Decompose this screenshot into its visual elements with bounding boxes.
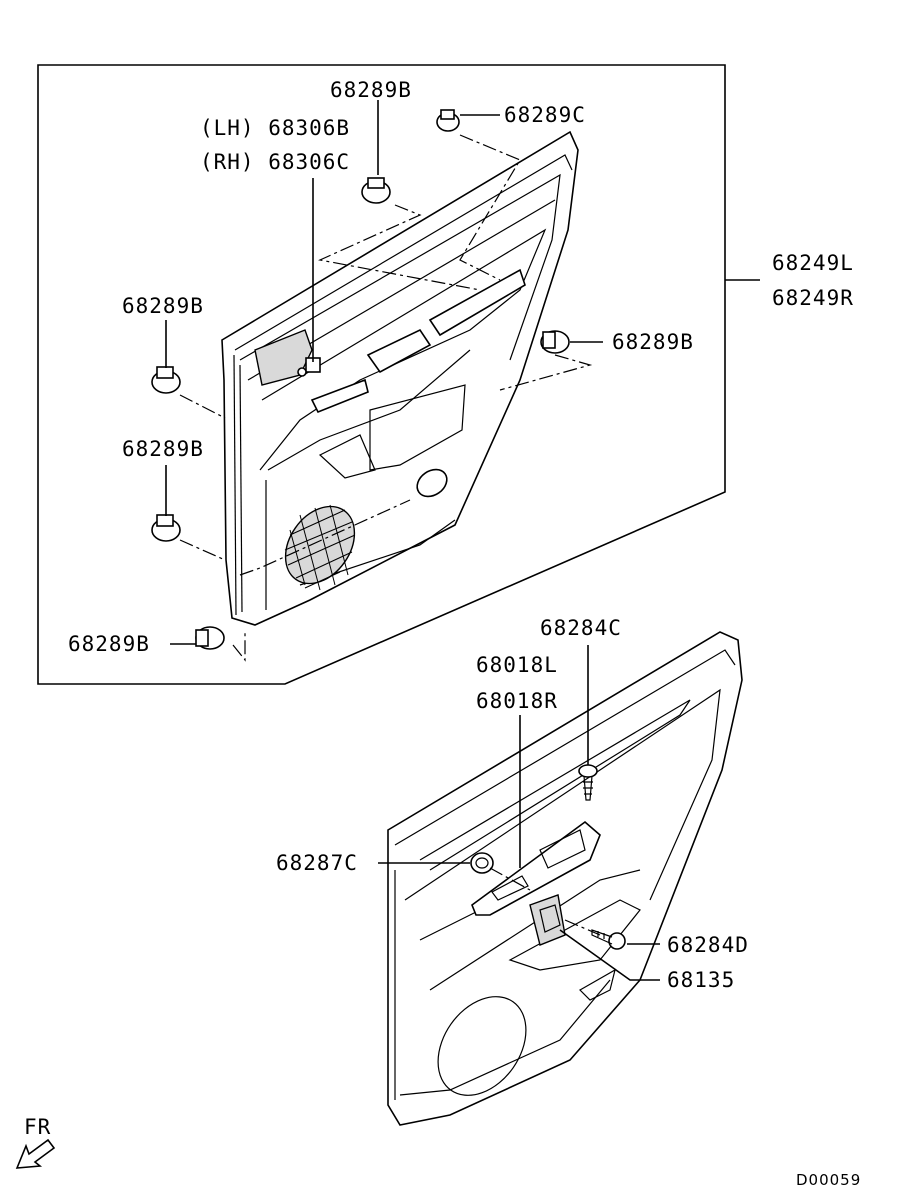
clip-icon [151, 366, 181, 394]
front-direction-arrow-icon [15, 1138, 56, 1169]
label-68306c-rh: (RH) 68306C [200, 150, 350, 174]
label-clip-68289c: 68289C [504, 103, 586, 127]
clip-icon [436, 109, 460, 132]
label-68306b-lh: (LH) 68306B [200, 116, 350, 140]
label-clip-68289b-left1: 68289B [122, 294, 204, 318]
label-68018r: 68018R [476, 689, 558, 713]
speaker-grille [284, 504, 356, 591]
label-clip-68289b-bottom: 68289B [68, 632, 150, 656]
switch-panel [471, 820, 601, 916]
label-clip-68289b-left2: 68289B [122, 437, 204, 461]
label-68249l: 68249L [772, 251, 854, 275]
clip-icon [540, 330, 570, 354]
label-bracket-68135: 68135 [667, 968, 735, 992]
clip-icon [151, 514, 181, 542]
label-screw-68284c: 68284C [540, 616, 622, 640]
door-trim-panel-upper [221, 130, 579, 626]
leader-lines-upper [165, 100, 760, 645]
label-clip-68287c: 68287C [276, 851, 358, 875]
construction-lines-upper [179, 134, 593, 662]
screw-icon [591, 929, 626, 950]
label-clip-68289b-top: 68289B [330, 78, 412, 102]
clip-icon [195, 626, 225, 650]
door-trim-panel-lower [387, 631, 743, 1126]
label-clip-68289b-right: 68289B [612, 330, 694, 354]
clip-icon [361, 177, 391, 204]
clip-icon [470, 852, 494, 874]
label-screw-68284d: 68284D [667, 933, 749, 957]
leader-lines-lower [378, 645, 660, 981]
label-68018l: 68018L [476, 653, 558, 677]
screw-icon [578, 764, 598, 801]
diagram-code: D00059 [796, 1171, 861, 1187]
bracket-icon [529, 894, 566, 946]
label-68249r: 68249R [772, 286, 854, 310]
label-fr: FR [24, 1115, 51, 1139]
callout-frame [37, 64, 726, 685]
